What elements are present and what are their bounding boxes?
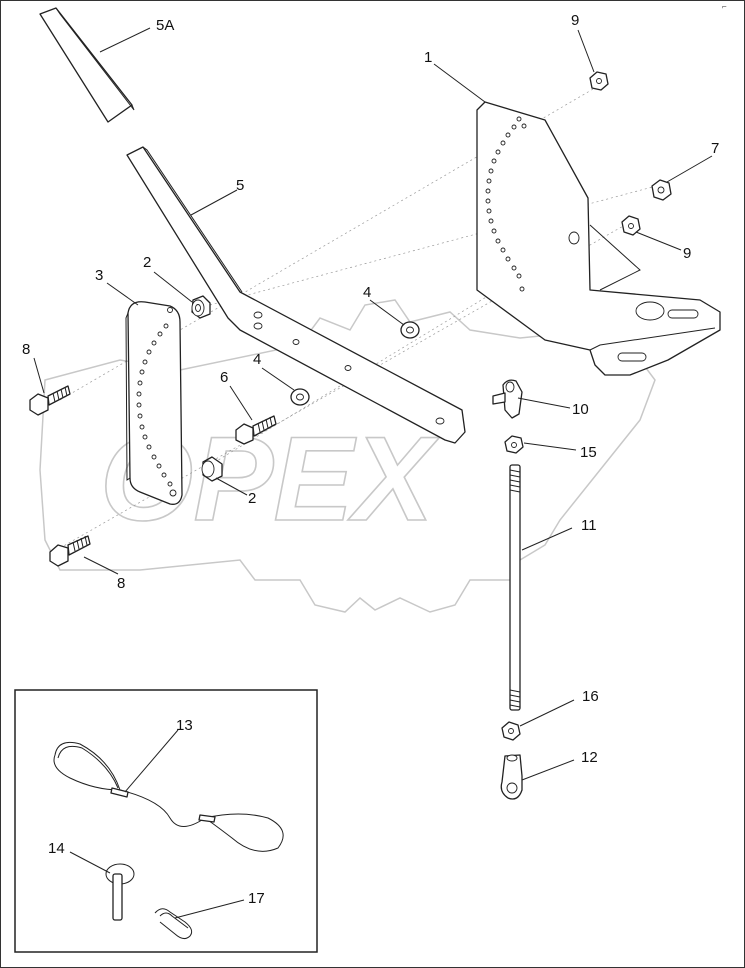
leader-lines [33,27,713,919]
callout-8-lower: 8 [117,575,125,592]
part-11-threaded-rod [509,464,521,711]
callout-4-lower: 4 [253,351,261,368]
callout-11: 11 [581,517,597,534]
callout-6: 6 [220,369,228,386]
callout-2-lower: 2 [248,490,256,507]
callout-7: 7 [711,140,719,157]
callout-9-lower: 9 [683,245,691,262]
part-13-lanyard-cable [53,741,284,852]
part-9-nut-upper [589,71,609,91]
callout-15: 15 [580,444,597,461]
callout-10: 10 [572,401,589,418]
part-5-lever-arm [126,146,466,444]
part-9-nut-lower [621,215,641,236]
part-8-bolt-lower [49,535,91,567]
part-16-jam-nut [501,721,521,741]
part-12-rod-end-lower [500,754,523,800]
callout-5: 5 [236,177,244,194]
part-10-rod-end-upper [492,379,523,419]
plate-hole-arc [136,307,177,497]
part-2-spacer-upper [191,295,211,319]
callout-8-upper: 8 [22,341,30,358]
callout-labels: 5A 1 9 7 9 5 3 2 4 4 6 8 2 8 10 15 11 16… [22,12,719,907]
callout-3: 3 [95,267,103,284]
callout-5a: 5A [156,17,174,34]
callout-12: 12 [581,749,598,766]
part-4-washer-upper [400,321,420,339]
part-4-washer-lower [290,388,310,406]
part-7-nut [651,179,672,201]
callout-9-upper: 9 [571,12,579,29]
part-14-hitch-pin [105,863,135,921]
corner-mark: ⌐ [722,2,727,11]
callout-17: 17 [248,890,265,907]
callout-16: 16 [582,688,599,705]
part-5a-handle-grip [39,7,135,123]
part-8-bolt-upper [29,385,71,416]
callout-2-upper: 2 [143,254,151,271]
bracket-hole-arc [485,116,527,292]
callout-4-upper: 4 [363,284,371,301]
part-15-jam-nut [504,435,524,454]
part-3-quadrant-plate [125,301,183,505]
callout-14: 14 [48,840,65,857]
part-6-bolt [235,415,277,445]
callout-13: 13 [176,717,193,734]
accessory-inset-box [14,689,318,953]
callout-1: 1 [424,49,432,66]
part-1-mounting-bracket [476,101,721,376]
part-2-spacer-lower [201,456,223,482]
part-17-hair-pin-clip [154,908,193,940]
